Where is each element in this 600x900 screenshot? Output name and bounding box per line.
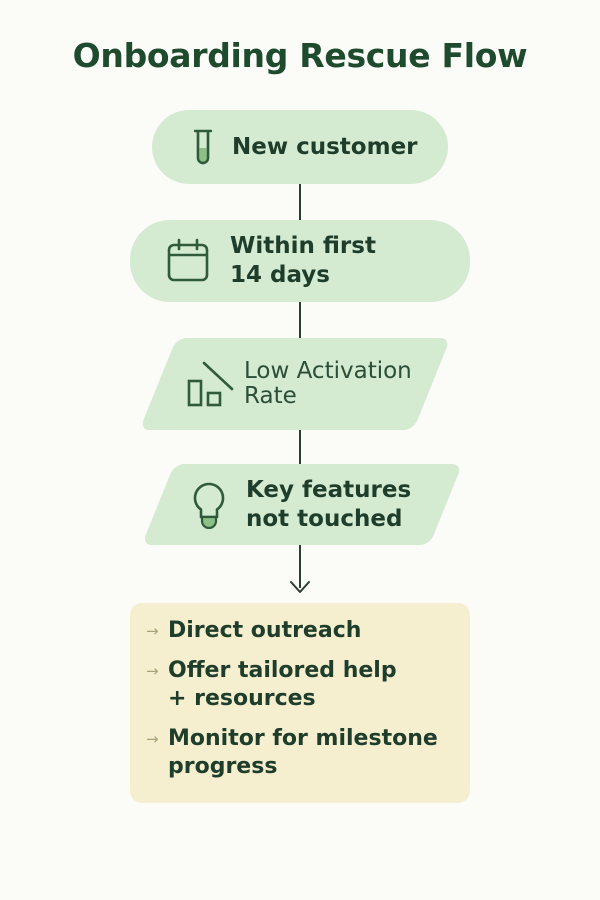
node-label: New customer <box>232 133 418 160</box>
list-item: → Monitor for milestone progress <box>146 725 454 781</box>
actions-box: → Direct outreach → Offer tailored help … <box>130 603 470 803</box>
arrow-down-icon <box>290 581 310 593</box>
connector-line <box>299 302 301 338</box>
list-item: → Offer tailored help + resources <box>146 657 454 713</box>
node-label: Low Activation Rate <box>244 358 412 409</box>
flow-node-first-14-days: Within first 14 days <box>130 220 470 302</box>
arrow-right-icon: → <box>146 730 159 748</box>
connector-line <box>299 184 301 220</box>
action-label: Offer tailored help + resources <box>168 658 397 711</box>
node-label: Within first 14 days <box>230 233 376 288</box>
connector-line <box>299 545 301 588</box>
lightbulb-icon <box>192 481 226 529</box>
page-title: Onboarding Rescue Flow <box>72 36 528 75</box>
connector-line <box>299 430 301 464</box>
action-label: Monitor for milestone progress <box>168 726 438 779</box>
action-label: Direct outreach <box>168 618 362 643</box>
arrow-right-icon: → <box>146 622 159 640</box>
test-tube-icon <box>188 127 218 167</box>
arrow-right-icon: → <box>146 662 159 680</box>
flow-node-new-customer: New customer <box>152 110 448 184</box>
list-item: → Direct outreach <box>146 617 454 645</box>
flow-node-key-features: Key features not touched <box>141 464 463 545</box>
flow-node-low-activation: Low Activation Rate <box>139 338 451 430</box>
calendar-icon <box>166 238 210 284</box>
bar-chart-decline-icon <box>186 359 236 409</box>
node-label: Key features not touched <box>246 476 412 532</box>
